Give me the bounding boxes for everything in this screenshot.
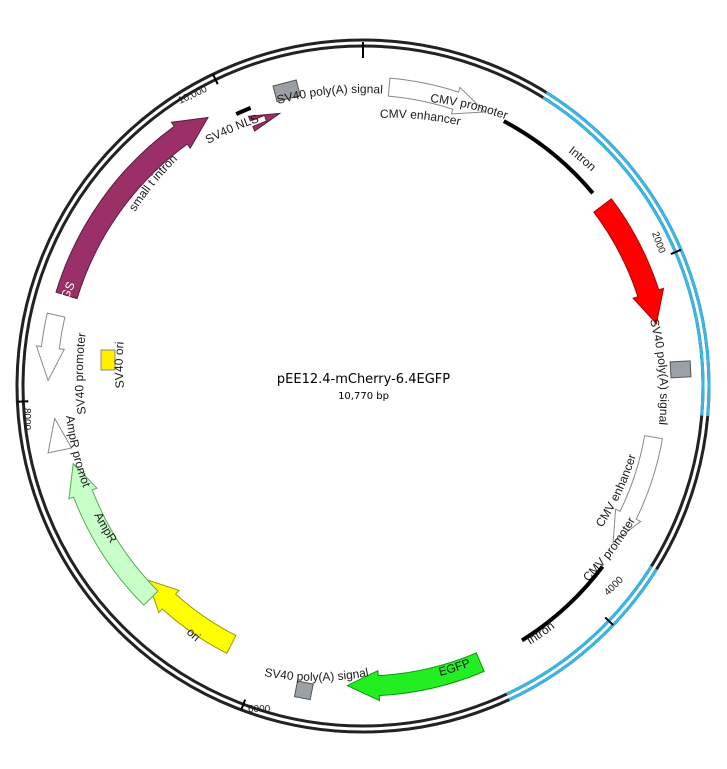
cmv-promoter-2-label: CMV promoter bbox=[580, 515, 638, 585]
sv40-nls-label: SV40 NLS bbox=[203, 111, 261, 146]
highlight-inner-2 bbox=[507, 566, 652, 694]
small-t-intron-mark bbox=[236, 108, 250, 114]
tick-label-5: 10,000 bbox=[177, 84, 210, 107]
ori-arrow bbox=[147, 580, 235, 653]
intron-2-label: Intron bbox=[524, 619, 557, 648]
cmv-enhancer-1-label: CMV enhancer bbox=[380, 107, 462, 129]
tick-label-3: 6000 bbox=[248, 704, 271, 715]
plasmid-name: pEE12.4-mCherry-6.4EGFP bbox=[0, 372, 727, 387]
tick-label-4: 8000 bbox=[21, 408, 32, 431]
tick-label-1: 2000 bbox=[649, 230, 667, 255]
plasmid-length: 10,770 bp bbox=[0, 391, 727, 402]
tick-label-2: 4000 bbox=[602, 574, 626, 598]
sv40-polya-2-label: SV40 poly(A) signal bbox=[263, 665, 369, 684]
sv40-promoter-arrow bbox=[36, 313, 64, 380]
